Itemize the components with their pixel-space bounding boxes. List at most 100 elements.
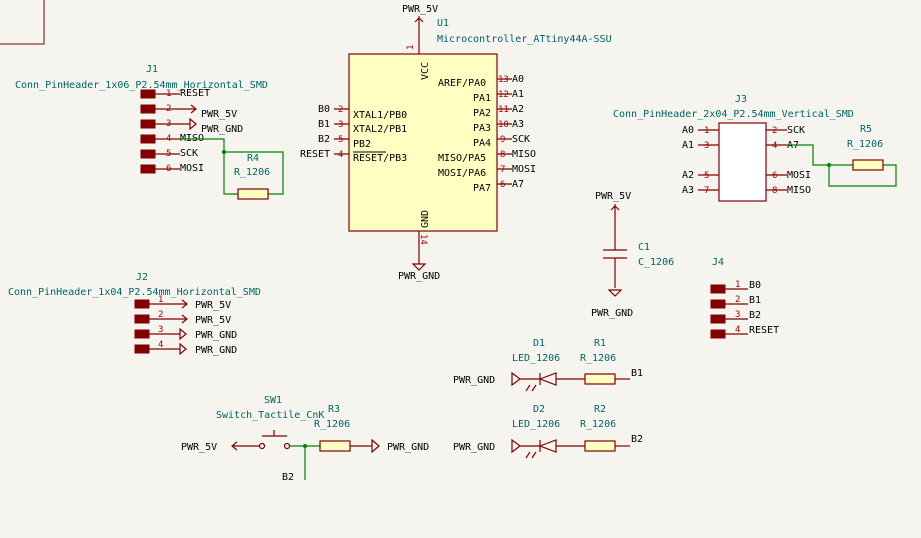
u1-right-name-2: PA2 (473, 108, 491, 119)
u1-value: Microcontroller_ATtiny44A-SSU (437, 34, 612, 45)
j1-net-1: PWR_5V (201, 109, 237, 120)
j4-net-0: B0 (749, 280, 761, 291)
u1-vcc-label: VCC (420, 62, 431, 80)
j1-pin2-power-arrow (180, 104, 197, 114)
u1-vcc-num: 1 (406, 45, 416, 50)
j3-right-num-2: 6 (772, 171, 777, 181)
u1-body (348, 53, 498, 232)
j3-ref: J3 (735, 94, 747, 105)
j2-net-0: PWR_5V (195, 300, 231, 311)
u1-left-num-0: 2 (338, 105, 343, 115)
r2-ref: R2 (594, 404, 606, 415)
j4-num-3: 4 (735, 325, 740, 335)
r1-net-label: B1 (631, 368, 643, 379)
j4-symbol[interactable]: J4 1 2 3 4 B0 B1 B2 RESET (710, 257, 779, 339)
j3-value: Conn_PinHeader_2x04_P2.54mm_Vertical_SMD (613, 109, 854, 120)
c1-ref: C1 (638, 242, 650, 253)
j3-right-num-1: 4 (772, 141, 777, 151)
u1-gnd-label: GND (420, 210, 431, 228)
r1-value: R_1206 (580, 353, 616, 364)
j3-left-num-1: 3 (704, 141, 709, 151)
r1-symbol[interactable]: R1 R_1206 B1 (580, 338, 643, 385)
j3-symbol[interactable]: J3 Conn_PinHeader_2x04_P2.54mm_Vertical_… (613, 94, 897, 202)
u1-right-name-0: AREF/PA0 (438, 78, 486, 89)
c1-symbol[interactable]: PWR_5V C1 C_1206 PWR_GND (591, 191, 674, 319)
j1-num-3: 4 (166, 134, 171, 144)
j3-right-num-3: 8 (772, 186, 777, 196)
u1-right-net-0: A0 (512, 74, 524, 85)
j2-net-3: PWR_GND (195, 345, 237, 356)
d1-value: LED_1206 (512, 353, 560, 364)
u1-right-net-7: A7 (512, 179, 524, 190)
j3-right-num-0: 2 (772, 126, 777, 136)
j1-pin3-gnd-symbol (180, 117, 197, 131)
j3-left-net-2: A2 (682, 170, 694, 181)
j3-left-net-3: A3 (682, 185, 694, 196)
u1-right-name-3: PA3 (473, 123, 491, 134)
u1-right-num-5: 8 (500, 150, 505, 160)
r5-symbol[interactable]: R5 R_1206 (847, 124, 884, 171)
j4-num-0: 1 (735, 280, 740, 290)
u1-right-net-4: SCK (512, 134, 530, 145)
u1-right-pins: AREF/PA0 13 A0 PA1 12 A1 PA2 11 A2 PA3 1… (438, 74, 536, 194)
j4-ref: J4 (712, 257, 724, 268)
sw1-ref: SW1 (264, 395, 282, 406)
j1-value: Conn_PinHeader_1x06_P2.54mm_Horizontal_S… (15, 80, 268, 91)
d2-power-label: PWR_GND (453, 442, 495, 453)
r5-wire (787, 144, 897, 187)
d2-value: LED_1206 (512, 419, 560, 430)
r1-body (584, 373, 616, 385)
r3-symbol[interactable]: R3 R_1206 PWR_GND (314, 404, 429, 454)
j4-net-2: B2 (749, 310, 761, 321)
j2-num-0: 1 (158, 295, 163, 305)
d2-symbol[interactable]: D2 LED_1206 PWR_GND (453, 404, 585, 459)
d2-ref: D2 (533, 404, 545, 415)
u1-right-num-2: 11 (498, 105, 509, 115)
sw1-symbol[interactable]: SW1 Switch_Tactile_CnK PWR_5V B2 (181, 395, 324, 483)
j3-right-net-2: MOSI (787, 170, 811, 181)
u1-left-name-2: PB2 (353, 139, 371, 150)
u1-left-net-0: B0 (318, 104, 330, 115)
j1-num-2: 3 (166, 119, 171, 129)
c1-bottom-power-label: PWR_GND (591, 308, 633, 319)
j3-left-net-0: A0 (682, 125, 694, 136)
j1-ref: J1 (146, 64, 158, 75)
u1-symbol[interactable]: PWR_5V 1 U1 Microcontroller_ATtiny44A-SS… (300, 4, 612, 282)
sw1-net-label: B2 (282, 472, 294, 483)
page-border-corner (0, 0, 45, 45)
u1-left-num-2: 5 (338, 135, 343, 145)
r3-ref: R3 (328, 404, 340, 415)
r4-ref: R4 (247, 153, 259, 164)
r5-junction (827, 163, 831, 167)
u1-right-num-0: 13 (498, 75, 509, 85)
j4-net-1: B1 (749, 295, 761, 306)
r5-value: R_1206 (847, 139, 883, 150)
r5-ref: R5 (860, 124, 872, 135)
u1-top-power-arrow (414, 16, 424, 23)
u1-right-net-3: A3 (512, 119, 524, 130)
sw1-power-label: PWR_5V (181, 442, 217, 453)
c1-top-power-label: PWR_5V (595, 191, 631, 202)
d1-symbol[interactable]: D1 LED_1206 PWR_GND (453, 338, 585, 392)
u1-left-name-1: XTAL2/PB1 (353, 124, 407, 135)
j2-symbol[interactable]: J2 Conn_PinHeader_1x04_P2.54mm_Horizonta… (8, 272, 261, 356)
j3-body (718, 122, 767, 202)
r2-symbol[interactable]: R2 R_1206 B2 (580, 404, 643, 452)
u1-gnd-num: 14 (418, 234, 428, 245)
j1-num-5: 6 (166, 164, 171, 174)
r2-net-label: B2 (631, 434, 643, 445)
c1-value: C_1206 (638, 257, 674, 268)
r4-body (237, 188, 269, 200)
j1-net-2: PWR_GND (201, 124, 243, 135)
u1-right-num-7: 6 (500, 180, 505, 190)
u1-right-net-1: A1 (512, 89, 524, 100)
j1-symbol[interactable]: J1 Conn_PinHeader_1x06_P2.54mm_Horizonta… (15, 64, 284, 195)
j3-left-num-0: 1 (704, 126, 709, 136)
j1-num-0: 1 (166, 89, 171, 99)
u1-left-num-3: 4 (338, 150, 343, 160)
r4-symbol[interactable]: R4 R_1206 (234, 153, 270, 200)
j1-num-1: 2 (166, 104, 171, 114)
j3-left-net-1: A1 (682, 140, 694, 151)
u1-left-net-1: B1 (318, 119, 330, 130)
